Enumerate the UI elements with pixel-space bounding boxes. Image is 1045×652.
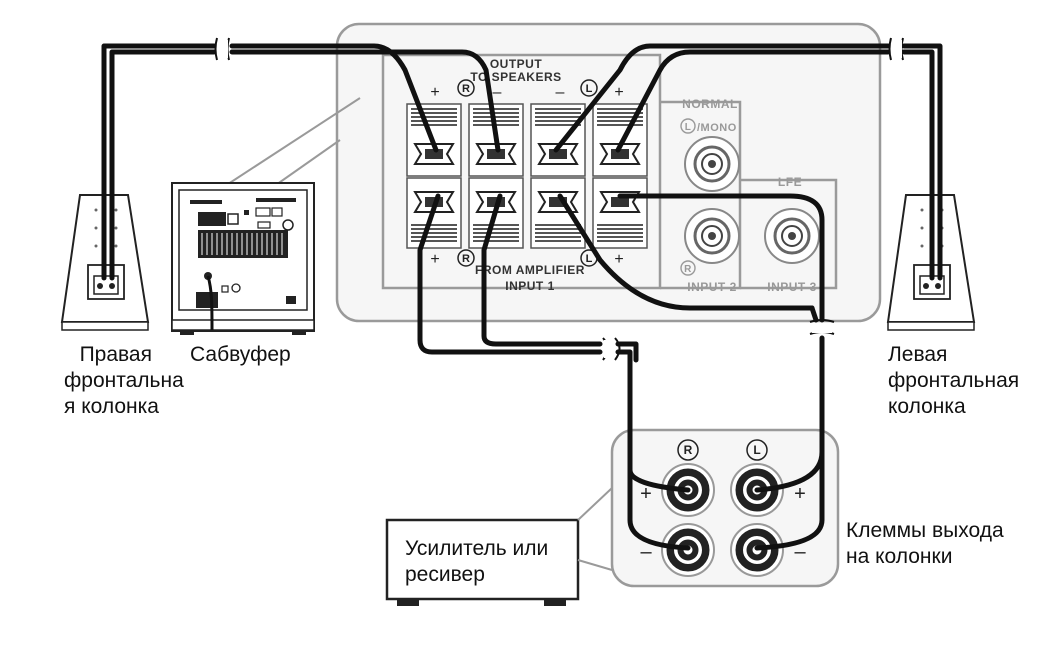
svg-text:R: R xyxy=(684,264,692,275)
normal-label: NORMAL xyxy=(682,97,738,111)
rca-jack-input2 xyxy=(684,208,740,264)
input2-right-mark: R xyxy=(680,260,696,276)
output-subtitle: TO SPEAKERS xyxy=(470,70,561,84)
svg-text:R: R xyxy=(684,443,693,457)
out-l-minus: – xyxy=(556,84,565,101)
rca-jack-input3-lfe xyxy=(764,208,820,264)
svg-text:L: L xyxy=(685,122,692,133)
in-r-plus: + xyxy=(430,251,439,268)
svg-text:L: L xyxy=(586,253,593,265)
output-title: OUTPUT xyxy=(490,57,543,71)
lfe-label: LFE xyxy=(778,175,802,189)
svg-text:L: L xyxy=(586,83,593,95)
subwoofer-label: Сабвуфер xyxy=(190,343,291,366)
amplifier-label: Усилитель или ресивер xyxy=(405,537,549,586)
spring-clip-output-4 xyxy=(592,103,648,177)
input3-label: INPUT 3 xyxy=(767,280,817,294)
svg-text:R: R xyxy=(462,83,470,95)
input2-label: INPUT 2 xyxy=(687,280,737,294)
mono-label: /MONO xyxy=(697,122,737,134)
svg-text:R: R xyxy=(462,253,470,265)
amp-plus-right: + xyxy=(640,483,652,505)
speaker-wires xyxy=(101,43,943,551)
rca-jack-normal xyxy=(684,136,740,192)
amp-terminal-l-mark: L xyxy=(746,439,768,461)
left-mono-mark: L /MONO xyxy=(680,118,737,134)
amp-terminal-r-mark: R xyxy=(677,439,699,461)
input-title: FROM AMPLIFIER xyxy=(475,263,585,277)
spring-clip-input-4 xyxy=(592,177,648,249)
subwoofer-cabinet xyxy=(171,182,315,335)
out-r-plus: + xyxy=(430,84,439,101)
out-l-mark: L xyxy=(580,79,598,97)
spring-terminal-block xyxy=(406,103,648,249)
amp-minus-left: – xyxy=(794,541,806,563)
out-l-plus: + xyxy=(614,84,623,101)
in-r-mark: R xyxy=(457,249,475,267)
amp-minus-right: – xyxy=(640,541,652,563)
input-subtitle: INPUT 1 xyxy=(505,279,555,293)
left-speaker-label: Левая фронтальная колонка xyxy=(888,343,1020,418)
in-l-plus: + xyxy=(614,251,623,268)
speaker-terminals-label: Клеммы выхода на колонки xyxy=(846,519,1004,568)
spring-clip-input-3 xyxy=(530,177,586,249)
out-r-mark: R xyxy=(457,79,475,97)
out-r-minus: – xyxy=(493,84,502,101)
amplifier-receiver xyxy=(385,518,580,606)
right-speaker-label: Правая фронтальна я колонка xyxy=(64,343,184,418)
svg-text:L: L xyxy=(753,443,760,457)
spring-clip-output-3 xyxy=(530,103,586,177)
amp-plus-left: + xyxy=(794,483,806,505)
